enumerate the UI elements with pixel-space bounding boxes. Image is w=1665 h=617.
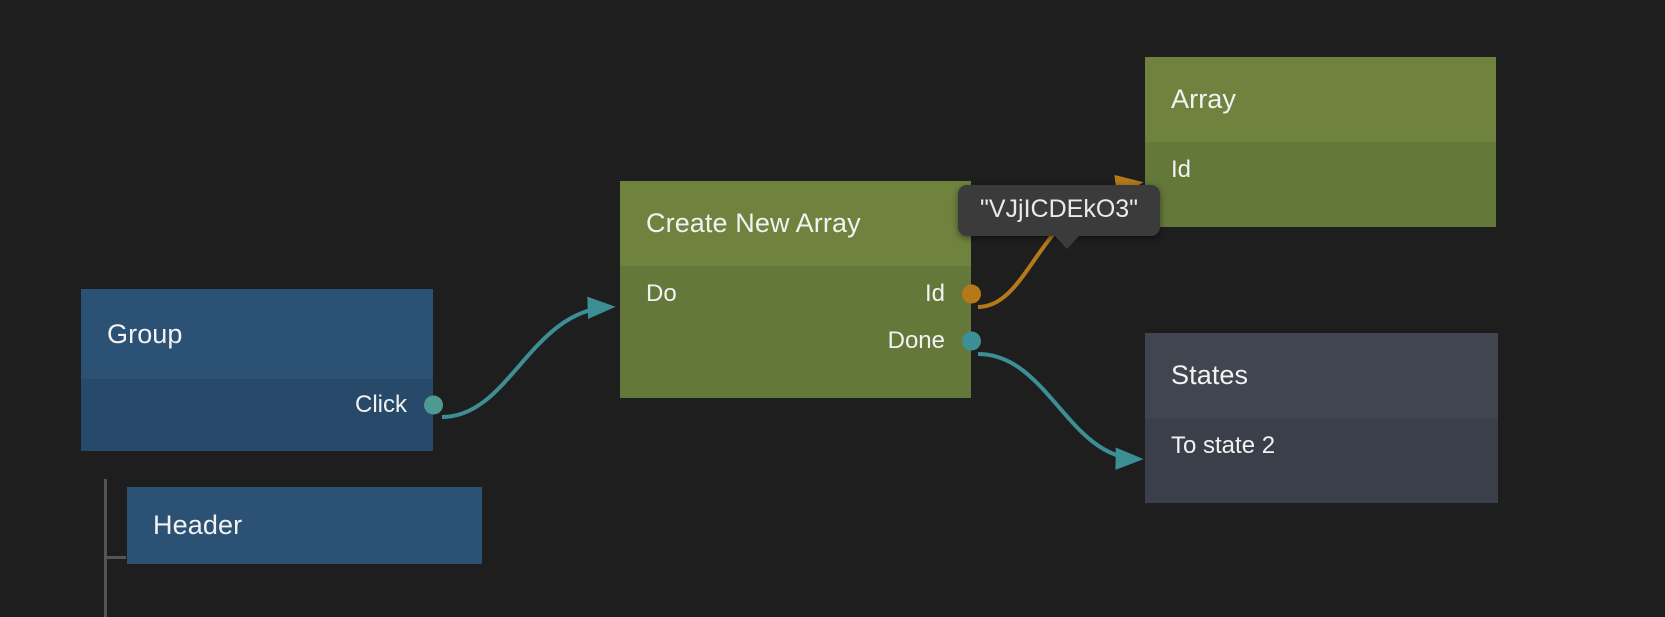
node-array[interactable]: Array Id bbox=[1145, 57, 1496, 227]
node-array-title: Array bbox=[1145, 57, 1496, 142]
value-tooltip-text: "VJjICDEkO3" bbox=[980, 195, 1139, 223]
node-group-title: Group bbox=[81, 289, 433, 379]
port-row-id[interactable]: Id bbox=[620, 274, 981, 314]
node-group[interactable]: Group Click bbox=[81, 289, 443, 451]
value-tooltip: "VJjICDEkO3" bbox=[958, 185, 1161, 249]
node-group-body: Click bbox=[81, 379, 443, 451]
edge-click-to-do bbox=[441, 296, 616, 419]
tree-connector-branch bbox=[104, 556, 126, 559]
port-row-do[interactable]: Do bbox=[620, 274, 971, 314]
port-label-do: Do bbox=[646, 280, 677, 307]
port-row-to-state-2[interactable]: To state 2 bbox=[1145, 426, 1498, 466]
edge-done-to-state bbox=[977, 352, 1144, 470]
node-states-title: States bbox=[1145, 333, 1498, 418]
tree-connector-vertical bbox=[104, 479, 107, 617]
port-label-id: Id bbox=[924, 280, 945, 307]
node-states-body: To state 2 bbox=[1145, 418, 1498, 503]
port-dot-done[interactable] bbox=[962, 331, 981, 351]
port-row-click[interactable]: Click bbox=[81, 385, 443, 425]
port-label-done: Done bbox=[887, 327, 945, 354]
port-dot-id[interactable] bbox=[962, 284, 981, 304]
node-array-body: Id bbox=[1145, 142, 1496, 227]
port-dot-click[interactable] bbox=[424, 395, 443, 415]
node-states[interactable]: States To state 2 bbox=[1145, 333, 1498, 503]
node-header-child[interactable]: Header bbox=[127, 487, 482, 564]
port-label-to-state-2: To state 2 bbox=[1171, 432, 1276, 459]
node-header-child-title: Header bbox=[127, 487, 482, 564]
node-create-new-array-body: Do Id Done bbox=[620, 266, 981, 398]
node-create-new-array-title: Create New Array bbox=[620, 181, 971, 266]
port-row-done[interactable]: Done bbox=[620, 321, 981, 361]
node-create-new-array[interactable]: Create New Array Do Id Done bbox=[620, 181, 981, 398]
port-row-array-id[interactable]: Id bbox=[1145, 150, 1496, 190]
port-label-array-id: Id bbox=[1171, 156, 1192, 183]
port-label-click: Click bbox=[355, 391, 407, 418]
